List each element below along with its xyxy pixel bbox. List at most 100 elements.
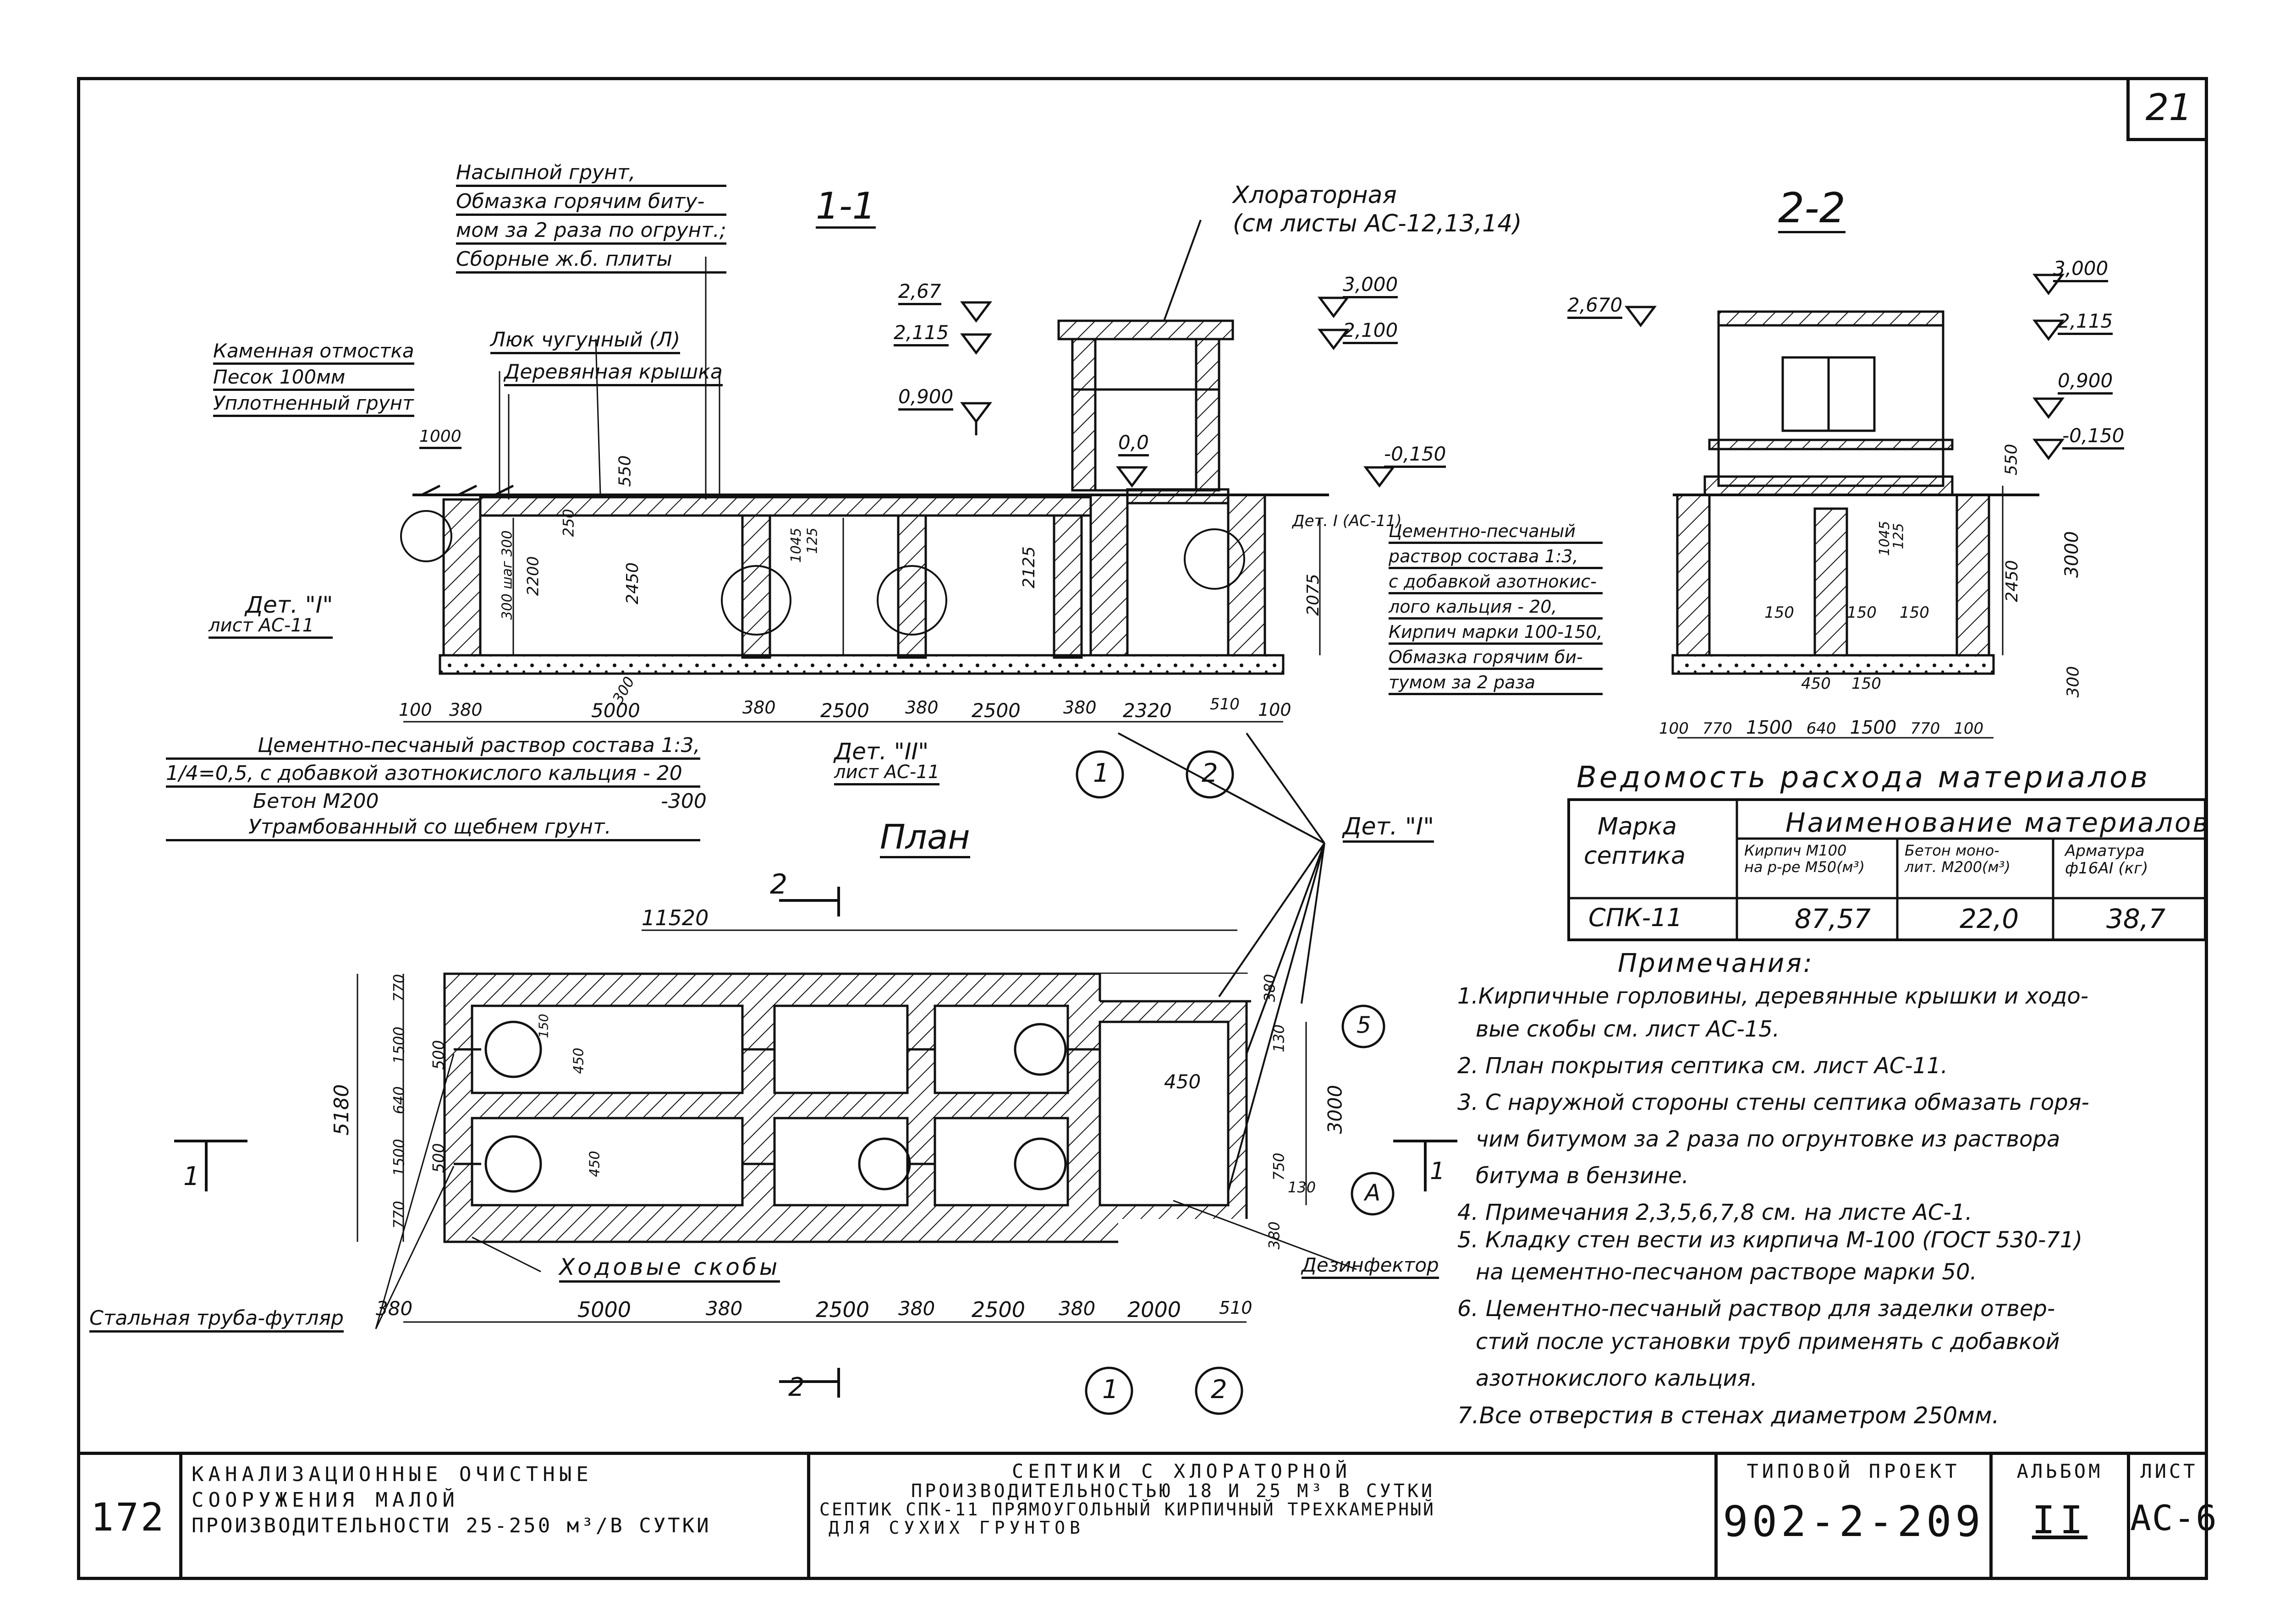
col-mark-header: Марка септика	[1584, 815, 1686, 868]
col-rebar-header: Арматура ф16АI (кг)	[2065, 843, 2148, 876]
tb-sheet-cell: ЛИСТ АС-6	[2130, 1455, 2218, 1580]
axis-label: 2	[1211, 1375, 1227, 1405]
inner-dim: 450	[1801, 675, 1831, 693]
axis-label: 2	[1202, 758, 1218, 788]
bottom-dim: 100	[1258, 700, 1291, 720]
tb-title-cell: СЕПТИКИ С ХЛОРАТОРНОЙ ПРОИЗВОДИТЕЛЬНОСТЬ…	[810, 1455, 1718, 1580]
section-mark-bottom: 2	[788, 1372, 805, 1402]
section-1-1-drawing	[400, 219, 1395, 799]
bottom-dim: 2500	[816, 1297, 870, 1322]
plan-det1: Дет. "I"	[1343, 815, 1434, 843]
dim-label: 300	[2064, 666, 2083, 698]
note-line: 4. Примечания 2,3,5,6,7,8 см. на листе А…	[1457, 1200, 1972, 1225]
plan-bottom-dims: 380 5000 380 2500 380 2500 380 2000 510	[376, 1297, 1252, 1327]
ground-note-line: Сборные ж.б. плиты	[456, 249, 726, 274]
base-line: 1/4=0,5, с добавкой азотнокислого кальци…	[166, 763, 700, 788]
det1-title: Дет. "I"	[245, 592, 333, 618]
ground-note-line: Насыпной грунт,	[456, 163, 726, 187]
chlorinator-ref: (см листы АС-12,13,14)	[1233, 210, 1522, 237]
plan-dim: 130	[1270, 1024, 1288, 1053]
notes-title: Примечания:	[1618, 949, 1814, 978]
tb-project-cell: ТИПОВОЙ ПРОЕКТ 902-2-209	[1718, 1455, 1993, 1580]
tb-org-line: ПРОИЗВОДИТЕЛЬНОСТИ 25-250 м³/В СУТКИ	[192, 1514, 711, 1538]
paving-line: Каменная отмостка	[213, 341, 414, 365]
row-rebar: 38,7	[2106, 903, 2166, 934]
plan-dim: 150	[536, 1014, 551, 1038]
bottom-dim: 380	[905, 697, 939, 718]
ground-note-line: Обмазка горячим биту-	[456, 192, 726, 216]
col-rebar-line: ф16АI (кг)	[2065, 859, 2148, 878]
col-mark-line: септика	[1584, 842, 1686, 870]
bottom-dim: 770	[1702, 719, 1732, 738]
base-note: Цементно-песчаный раствор состава 1:3, 1…	[166, 735, 707, 841]
inner-dim: 150	[1847, 604, 1877, 622]
row-brick: 87,57	[1795, 903, 1871, 934]
col-brick-header: Кирпич М100 на р-ре М50(м³)	[1744, 843, 1865, 874]
level-mark: 0,0	[1118, 433, 1149, 456]
bottom-dim: 380	[898, 1297, 935, 1320]
section-1-1-title: 1-1	[816, 188, 876, 229]
tb-page: 172	[90, 1495, 166, 1540]
col-concrete-line: лит. М200(м³)	[1905, 858, 2010, 876]
tb-sheet-value: АС-6	[2130, 1498, 2218, 1539]
tb-title-line: СЕПТИКИ С ХЛОРАТОРНОЙ	[1012, 1460, 1352, 1482]
dim-label: 2200	[524, 556, 543, 596]
base-line-row: Бетон М200 -300	[166, 790, 707, 813]
dim-label: 125	[804, 527, 821, 554]
dim-label: 1500	[390, 1026, 408, 1064]
mortar-line: Обмазка горячим би-	[1389, 648, 1603, 670]
axis-label: 5	[1357, 1012, 1371, 1038]
det1-link: Дет. I (АС-11)	[1292, 512, 1402, 530]
mortar-line: с добавкой азотнокис-	[1389, 573, 1603, 594]
det1-sheet: лист АС-11	[209, 616, 333, 639]
section-2-2-bottom-dims: 100 770 1500 640 1500 770 100	[1659, 719, 1983, 737]
dim-label: 2075	[1303, 574, 1323, 616]
level-mark: 0,900	[898, 387, 954, 411]
axis-label: 1	[1102, 1375, 1119, 1405]
plan-dim: 450	[571, 1048, 587, 1074]
dim-label: 640	[390, 1086, 408, 1114]
bottom-dim: 5000	[591, 699, 640, 722]
dim-label: 1045	[788, 527, 805, 563]
col-group-header: Наименование материалов	[1785, 807, 2210, 838]
det1-callout: Дет. "I" лист АС-11	[209, 593, 333, 639]
note-line: битума в бензине.	[1476, 1163, 1689, 1189]
note-line: стий после установки труб применять с до…	[1476, 1329, 2060, 1355]
tb-title-line: ДЛЯ СУХИХ ГРУНТОВ	[829, 1517, 1085, 1538]
dim-label: 550	[615, 455, 635, 487]
dim-label: 770	[390, 974, 408, 1002]
base-line: Утрамбованный со щебнем грунт.	[166, 817, 700, 841]
level-mark: 3,000	[1343, 275, 1398, 298]
inner-dim: 150	[1851, 675, 1881, 693]
tb-album-cell: АЛЬБОМ II	[1993, 1455, 2130, 1580]
pipe-label: Стальная труба-футляр	[89, 1308, 344, 1333]
axis-label: А	[1365, 1180, 1381, 1206]
section-mark-left: 1	[183, 1162, 200, 1191]
materials-table: Марка септика Наименование материалов Ки…	[1567, 798, 2210, 941]
plan-overall-dim: 11520	[642, 905, 709, 930]
base-concrete: Бетон М200	[253, 790, 379, 813]
plan-dim: 3000	[1324, 1085, 1346, 1134]
dim-label: 1500	[390, 1139, 408, 1176]
axis-label: 1	[1093, 758, 1110, 788]
plan-dim: 500	[429, 1143, 448, 1173]
section-mark-top: 2	[770, 868, 788, 900]
bottom-dim: 380	[1063, 697, 1097, 718]
mortar-line: Кирпич марки 100-150,	[1389, 623, 1603, 645]
base-line: Цементно-песчаный раствор состава 1:3,	[166, 735, 700, 760]
paving-line: Уплотненный грунт	[213, 394, 414, 417]
bottom-dim: 2500	[972, 1297, 1026, 1322]
level-mark: 2,67	[898, 282, 941, 305]
mortar-line: Цементно-песчаный	[1389, 522, 1603, 544]
ladder-label: Ходовые скобы	[559, 1256, 780, 1283]
tb-title-line: СЕПТИК СПК-11 ПРЯМОУГОЛЬНЫЙ КИРПИЧНЫЙ ТР…	[819, 1499, 1435, 1520]
note-line: 5. Кладку стен вести из кирпича М-100 (Г…	[1457, 1227, 2083, 1253]
title-block: 172 КАНАЛИЗАЦИОННЫЕ ОЧИСТНЫЕ СООРУЖЕНИЯ …	[77, 1452, 2218, 1580]
dim-label: 1045	[1877, 521, 1893, 556]
det2-callout: Дет. "II" лист АС-11	[834, 738, 940, 785]
dim-label: 5180	[330, 1084, 353, 1136]
section-2-2-title: 2-2	[1778, 184, 1846, 233]
dim-label: 300 шаг 300	[499, 530, 516, 620]
det2-title: Дет. "II"	[834, 738, 929, 765]
